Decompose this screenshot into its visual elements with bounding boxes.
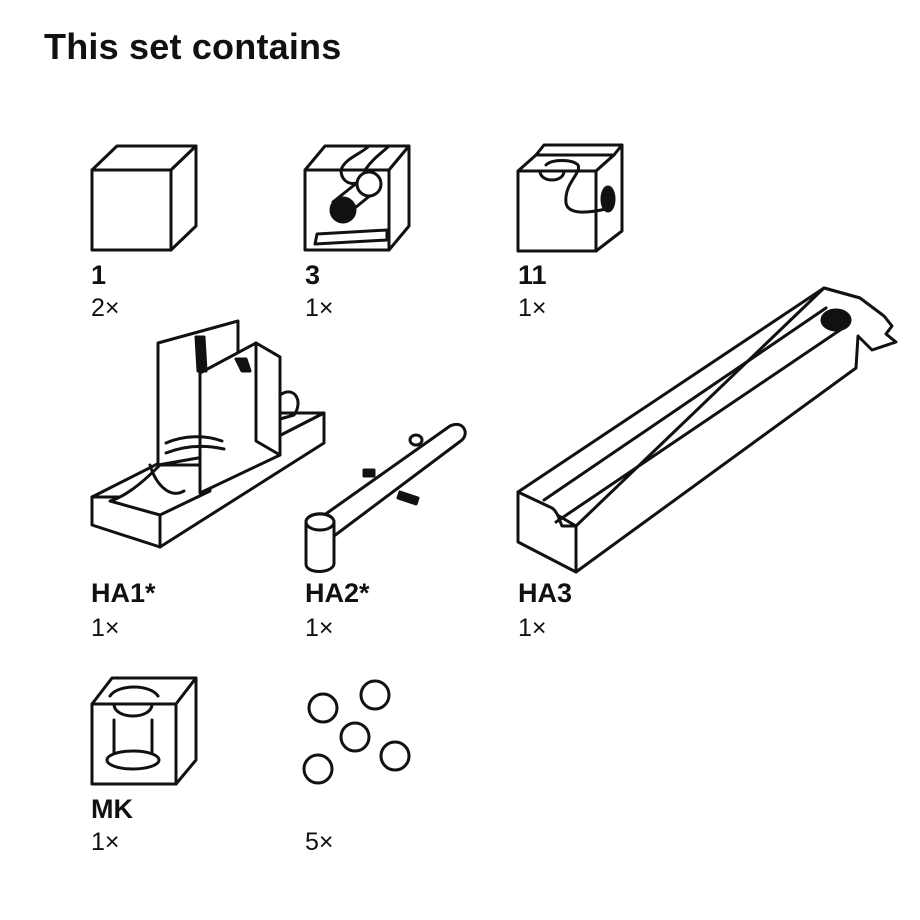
piece-code: 11 [518, 260, 547, 290]
piece-code: HA1* [91, 578, 156, 608]
marbles-icon [302, 679, 411, 785]
piece-code: MK [91, 794, 133, 824]
piece-code: 1 [91, 260, 107, 290]
piece-code: HA2* [305, 578, 370, 608]
page-title: This set contains [44, 26, 342, 67]
piece-quantity: 1× [518, 294, 547, 322]
piece-quantity: 5× [305, 828, 334, 856]
piece-quantity: 1× [518, 614, 547, 642]
piece-code: HA3 [518, 578, 573, 608]
drop-cube-icon [90, 676, 198, 786]
piece-quantity: 1× [305, 614, 334, 642]
curve-tunnel-cube-icon [516, 143, 624, 253]
starter-ramp-icon [90, 319, 326, 549]
piece-quantity: 1× [91, 614, 120, 642]
piece-code: 3 [305, 260, 321, 290]
cube-icon [90, 144, 198, 252]
piece-quantity: 1× [91, 828, 120, 856]
release-rod-icon [304, 423, 467, 573]
ball-chute-cube-icon [303, 144, 411, 252]
long-rail-icon [516, 286, 898, 574]
piece-quantity: 1× [305, 294, 334, 322]
piece-quantity: 2× [91, 294, 120, 322]
